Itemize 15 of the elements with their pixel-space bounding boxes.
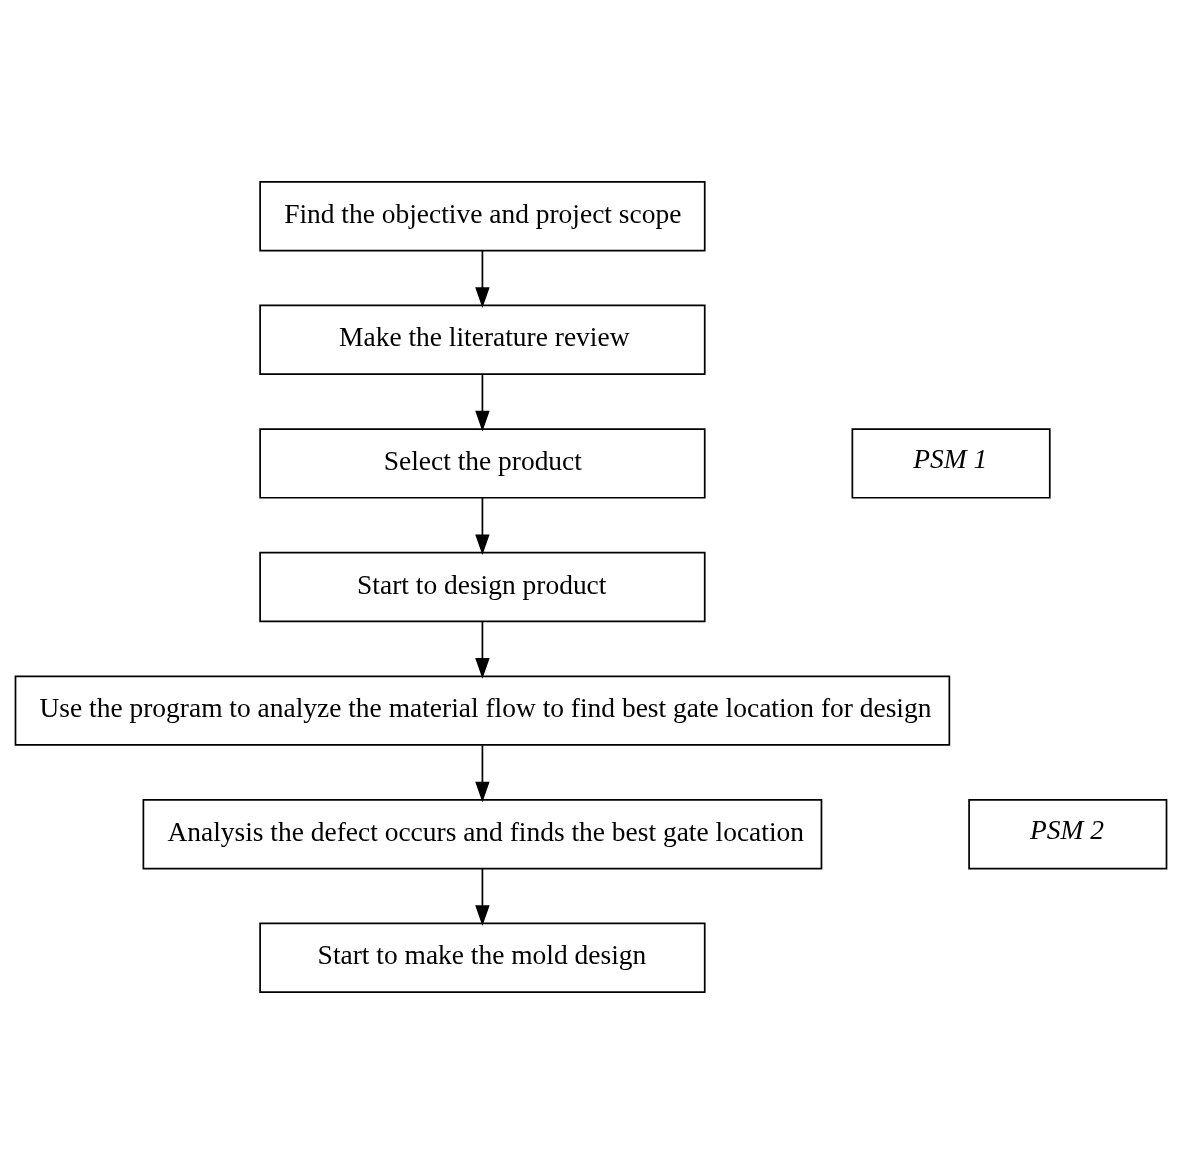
- node-box: PSM 1: [851, 427, 1051, 499]
- arrow: [475, 620, 490, 679]
- node-box: Find the objective and project scope: [259, 180, 706, 251]
- node-box: Use the program to analyze the material flow to find best gate location for design: [14, 674, 951, 746]
- arrow: [475, 867, 490, 926]
- node-box: Start to make the mold design: [259, 922, 706, 993]
- node-box: Analysis the defect occurs and finds the best gate location: [142, 798, 823, 869]
- node-box: Select the product: [259, 427, 706, 499]
- node-box: PSM 2: [968, 798, 1168, 869]
- arrow: [475, 373, 490, 431]
- node-box: Start to design product: [259, 551, 706, 622]
- arrow: [475, 743, 490, 802]
- arrow: [475, 249, 490, 308]
- node-box: Make the literature review: [259, 304, 706, 375]
- arrow: [475, 496, 490, 555]
